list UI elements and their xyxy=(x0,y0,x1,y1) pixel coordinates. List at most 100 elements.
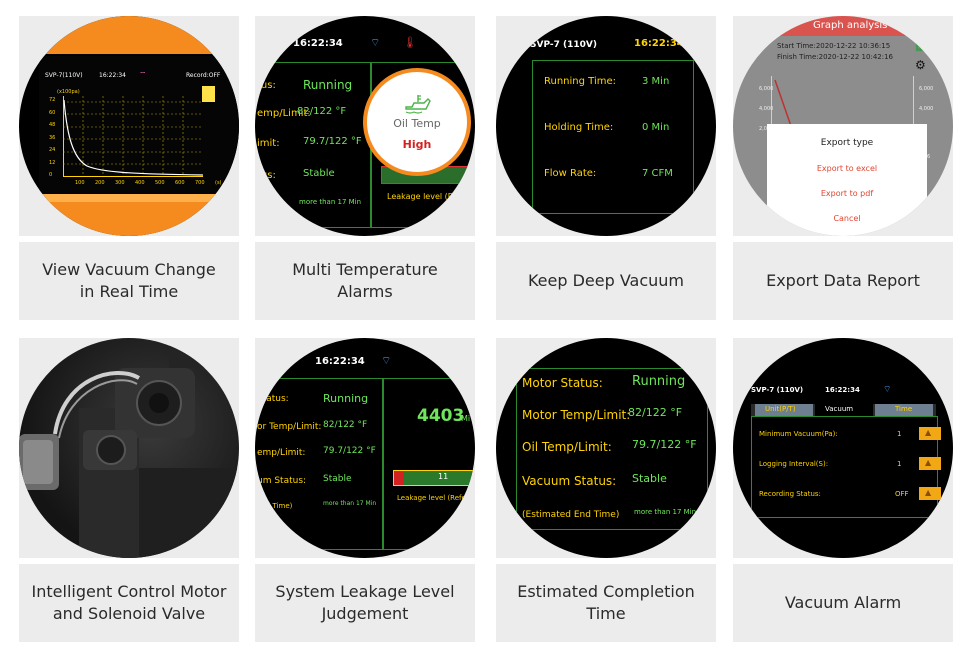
clock-label: 16:22:34 xyxy=(315,356,365,367)
increase-arrow-button[interactable]: ▲ xyxy=(919,427,941,440)
y-tick-label: 0 xyxy=(49,172,53,178)
tab-label: Vacuum xyxy=(825,405,854,413)
info-row-label: Holding Time: xyxy=(544,122,614,133)
feature-image-tile: Graph analysis Start Time:2020-12-22 10:… xyxy=(733,16,953,236)
alarm-setting-value: 1 xyxy=(897,430,902,438)
y-tick: 4,000 xyxy=(919,106,934,112)
status-row-label: emp/Limit: xyxy=(257,448,306,458)
status-row-value: 79.7/122 °F xyxy=(303,136,362,147)
record-status: Record:OFF xyxy=(186,72,221,79)
caption-line: Time xyxy=(586,604,626,623)
tab-vacuum[interactable]: Vacuum xyxy=(815,404,873,416)
gear-icon[interactable]: ⚙ xyxy=(915,58,926,72)
x-tick-label: 400 xyxy=(135,180,145,186)
export-option-0[interactable]: Export to excel xyxy=(816,164,878,173)
feature-card-deep-vacuum: SVP-7 (110V) 16:22:34 Running Time:3 Min… xyxy=(496,16,716,320)
alarm-setting-label: Logging Interval(S): xyxy=(759,460,829,468)
feature-image-tile xyxy=(19,338,239,558)
leak-panel xyxy=(383,378,475,550)
status-row-value: Running xyxy=(632,374,686,389)
motor-photo-circle xyxy=(19,338,239,558)
status-row-value: 82/122 °F xyxy=(297,106,347,117)
analysis-chart-line xyxy=(774,79,792,127)
chart-screen xyxy=(39,56,239,194)
oil-temp-alarm-popup[interactable]: Oil Temp High xyxy=(363,68,471,176)
wifi-icon: ⌔ xyxy=(139,70,147,79)
feature-image-tile: SVP-7 (110V) 16:22:34 ⌔ Unit(P/T) Vacuum… xyxy=(733,338,953,558)
status-row-label: End Time) xyxy=(257,502,293,510)
triangle-up-icon: ▲ xyxy=(925,488,932,497)
alarm-setting-value: OFF xyxy=(895,490,909,498)
alarm-setting-value: 1 xyxy=(897,460,902,468)
y-tick-label: 24 xyxy=(49,147,56,153)
device-top-bezel xyxy=(19,16,239,54)
caption-line: Keep Deep Vacuum xyxy=(527,271,685,290)
caption-line: Intelligent Control Motor xyxy=(31,582,227,601)
export-option-1[interactable]: Export to pdf xyxy=(820,189,874,198)
x-tick-label: 300 xyxy=(115,180,125,186)
spreadsheet-icon[interactable]: ▦ xyxy=(915,42,925,53)
status-row-value: 79.7/122 °F xyxy=(632,438,697,451)
x-tick-label: (s) xyxy=(215,180,222,186)
info-row-value: 3 Min xyxy=(642,76,670,87)
alarm-setting-label: Minimum Vacuum(Pa): xyxy=(759,430,838,438)
tab-unit[interactable]: Unit(P/T) xyxy=(755,404,813,416)
start-time: Start Time:2020-12-22 10:36:15 xyxy=(777,42,891,50)
tab-label: Unit(P/T) xyxy=(765,405,796,413)
oil-can-icon xyxy=(405,95,431,114)
feature-image-tile: SVP-7(110V) 16:22:34 ⌔ Record:OFF (x100p… xyxy=(19,16,239,236)
x-tick-label: 500 xyxy=(155,180,165,186)
status-row-label: imit: xyxy=(257,138,280,149)
vacuum-curve-line xyxy=(63,99,204,176)
status-row-value: Stable xyxy=(323,474,352,484)
caption-line: Judgement xyxy=(321,604,409,623)
y-tick: 6,000 xyxy=(919,86,934,92)
app-header xyxy=(733,16,953,36)
tab-label: Time xyxy=(895,405,913,413)
tab-time[interactable]: Time xyxy=(875,404,933,416)
status-panel xyxy=(255,378,383,550)
caption-line: in Real Time xyxy=(79,282,179,301)
status-row-value: more than 17 Min xyxy=(299,198,362,206)
leak-level-value: 11 xyxy=(438,472,449,481)
alarm-setting-label: Recording Status: xyxy=(759,490,821,498)
x-tick-label: 200 xyxy=(95,180,105,186)
y-tick: 6,000 xyxy=(759,86,774,92)
vacuum-curve-chart xyxy=(63,96,204,176)
y-axis xyxy=(63,96,64,176)
device-bottom-bezel xyxy=(19,202,239,236)
wifi-icon: ⌔ xyxy=(381,354,392,367)
status-row-label: or Temp/Limit: xyxy=(257,422,322,432)
status-row-value: more than 17 Min xyxy=(323,500,377,507)
status-row-value: Running xyxy=(323,392,369,405)
lightbulb-icon[interactable] xyxy=(202,86,215,102)
status-row-value: 79.7/122 °F xyxy=(323,446,376,456)
x-axis xyxy=(63,176,203,177)
x-tick-label: 700 xyxy=(195,180,205,186)
leak-level-bar: 11 xyxy=(393,470,475,486)
leak-level-label: Leakage level (R xyxy=(387,192,454,201)
info-row-label: Running Time: xyxy=(544,76,616,87)
y-tick-label: 72 xyxy=(49,97,56,103)
caption-line: System Leakage Level xyxy=(275,582,455,601)
finish-time: Finish Time:2020-12-22 10:42:16 xyxy=(777,53,893,61)
estimate-unit: Mi xyxy=(461,414,471,423)
dialog-title: Export type xyxy=(820,138,874,148)
caption-line: Export Data Report xyxy=(766,271,920,290)
export-option-2[interactable]: Cancel xyxy=(833,214,861,223)
feature-card-vacuum-alarm: SVP-7 (110V) 16:22:34 ⌔ Unit(P/T) Vacuum… xyxy=(733,338,953,642)
feature-caption: Multi Temperature Alarms xyxy=(255,242,475,320)
caption-line: Estimated Completion xyxy=(517,582,695,601)
leak-level-label: Leakage level (Refe xyxy=(397,494,466,502)
feature-caption: Estimated Completion Time xyxy=(496,564,716,642)
status-row-label: tus: xyxy=(257,80,276,91)
increase-arrow-button[interactable]: ▲ xyxy=(919,487,941,500)
increase-arrow-button[interactable]: ▲ xyxy=(919,457,941,470)
y-tick: 4,000 xyxy=(759,106,774,112)
info-row-value: 0 Min xyxy=(642,122,670,133)
status-row-label: Motor Status: xyxy=(522,376,603,390)
